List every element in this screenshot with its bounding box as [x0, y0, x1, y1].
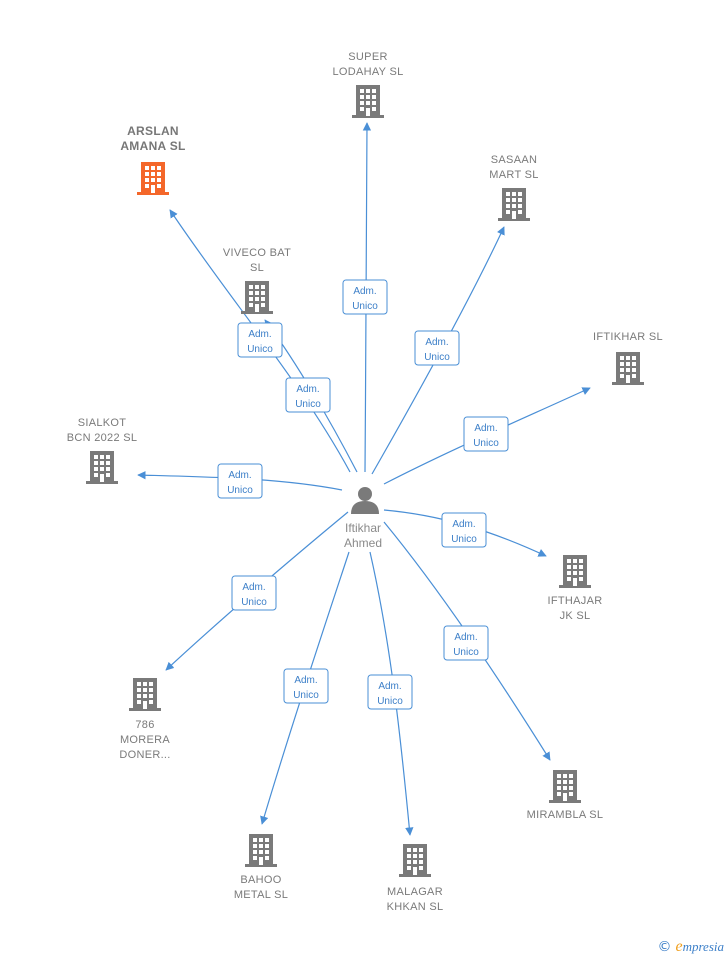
- building-icon: [129, 678, 161, 711]
- role-text: Adm.: [228, 470, 251, 481]
- building-icon: [612, 352, 644, 385]
- company-node-viveco-bat[interactable]: VIVECO BAT SL: [223, 247, 291, 314]
- role-text: Adm.: [378, 681, 401, 692]
- brand-name: mpresia: [682, 939, 724, 954]
- role-badge-box: [237, 322, 283, 358]
- company-name: SIALKOT: [78, 417, 127, 429]
- company-name: LODAHAY SL: [332, 66, 403, 78]
- company-name: KHKAN SL: [387, 901, 444, 913]
- role-badge-box: [285, 377, 331, 413]
- building-icon: [549, 770, 581, 803]
- role-text: Adm.: [296, 384, 319, 395]
- role-badge-box: [342, 279, 388, 315]
- company-node-bahoo-metal[interactable]: BAHOO METAL SL: [234, 834, 288, 901]
- company-name: SASAAN: [491, 154, 537, 166]
- role-badge-box: [463, 416, 509, 452]
- role-badge-box: [217, 463, 263, 499]
- role-text: Unico: [451, 534, 477, 545]
- role-text: Adm.: [474, 423, 497, 434]
- role-badge-box: [441, 512, 487, 548]
- role-badge-786-morera[interactable]: Adm. Unico: [231, 575, 277, 611]
- role-text: Adm.: [452, 519, 475, 530]
- role-badge-mirambla[interactable]: Adm. Unico: [443, 625, 489, 661]
- role-text: Adm.: [454, 632, 477, 643]
- building-icon: [352, 85, 384, 118]
- company-name: 786: [135, 719, 154, 731]
- copyright-icon: ©: [657, 939, 672, 955]
- building-icon: [399, 844, 431, 877]
- company-name: SL: [250, 262, 264, 274]
- person-name-line2: Ahmed: [344, 536, 382, 550]
- company-name: IFTHAJAR: [548, 595, 603, 607]
- role-text: Unico: [227, 485, 253, 496]
- role-badge-box: [414, 330, 460, 366]
- role-text: Adm.: [294, 675, 317, 686]
- person-node[interactable]: Iftikhar Ahmed: [344, 487, 382, 550]
- role-badge-ifthajar-jk[interactable]: Adm. Unico: [441, 512, 487, 548]
- person-name-line1: Iftikhar: [345, 521, 381, 535]
- role-badge-sasaan-mart[interactable]: Adm. Unico: [414, 330, 460, 366]
- company-name: IFTIKHAR SL: [593, 331, 663, 343]
- company-name: MALAGAR: [387, 886, 443, 898]
- role-badge-malagar-khkan[interactable]: Adm. Unico: [367, 674, 413, 710]
- building-icon: [559, 555, 591, 588]
- role-badge-box: [231, 575, 277, 611]
- company-name: AMANA SL: [120, 139, 185, 153]
- empresia-footer[interactable]: ©empresia: [657, 938, 724, 956]
- role-text: Unico: [293, 690, 319, 701]
- role-badge-arslan-amana[interactable]: Adm. Unico: [237, 322, 283, 358]
- company-name: MIRAMBLA SL: [527, 809, 604, 821]
- role-text: Unico: [352, 301, 378, 312]
- role-badge-viveco-bat[interactable]: Adm. Unico: [285, 377, 331, 413]
- brand-initial: e: [675, 938, 683, 955]
- company-name: ARSLAN: [127, 124, 179, 138]
- company-node-ifthajar-jk[interactable]: IFTHAJAR JK SL: [548, 555, 603, 622]
- building-icon: [137, 162, 169, 195]
- company-name: BCN 2022 SL: [67, 432, 138, 444]
- person-icon: [351, 487, 379, 514]
- role-badge-bahoo-metal[interactable]: Adm. Unico: [283, 668, 329, 704]
- company-node-super-lodahay[interactable]: SUPER LODAHAY SL: [332, 51, 403, 118]
- role-text: Unico: [241, 597, 267, 608]
- role-text: Unico: [295, 399, 321, 410]
- company-name: SUPER: [348, 51, 387, 63]
- role-text: Adm.: [242, 582, 265, 593]
- role-badge-box: [367, 674, 413, 710]
- role-text: Unico: [377, 696, 403, 707]
- company-name: BAHOO: [240, 874, 281, 886]
- role-badge-super-lodahay[interactable]: Adm. Unico: [342, 279, 388, 315]
- company-node-malagar-khkan[interactable]: MALAGAR KHKAN SL: [387, 844, 444, 913]
- building-icon: [245, 834, 277, 867]
- role-text: Adm.: [248, 329, 271, 340]
- company-node-sialkot-bcn[interactable]: SIALKOT BCN 2022 SL: [67, 417, 138, 484]
- role-text: Unico: [473, 438, 499, 449]
- role-text: Unico: [453, 647, 479, 658]
- role-text: Unico: [247, 344, 273, 355]
- company-node-sasaan-mart[interactable]: SASAAN MART SL: [489, 154, 538, 221]
- building-icon: [498, 188, 530, 221]
- role-badge-box: [283, 668, 329, 704]
- company-name: METAL SL: [234, 889, 288, 901]
- company-name: JK SL: [560, 610, 591, 622]
- company-name: MART SL: [489, 169, 538, 181]
- company-name: MORERA: [120, 734, 170, 746]
- role-text: Unico: [424, 352, 450, 363]
- role-badge-iftikhar-sl[interactable]: Adm. Unico: [463, 416, 509, 452]
- role-text: Adm.: [353, 286, 376, 297]
- company-name: VIVECO BAT: [223, 247, 291, 259]
- role-text: Adm.: [425, 337, 448, 348]
- role-badge-sialkot-bcn[interactable]: Adm. Unico: [217, 463, 263, 499]
- building-icon: [86, 451, 118, 484]
- role-badge-box: [443, 625, 489, 661]
- company-node-mirambla[interactable]: MIRAMBLA SL: [527, 770, 604, 821]
- company-node-iftikhar-sl[interactable]: IFTIKHAR SL: [593, 331, 663, 385]
- company-name: DONER...: [119, 749, 170, 761]
- building-icon: [241, 281, 273, 314]
